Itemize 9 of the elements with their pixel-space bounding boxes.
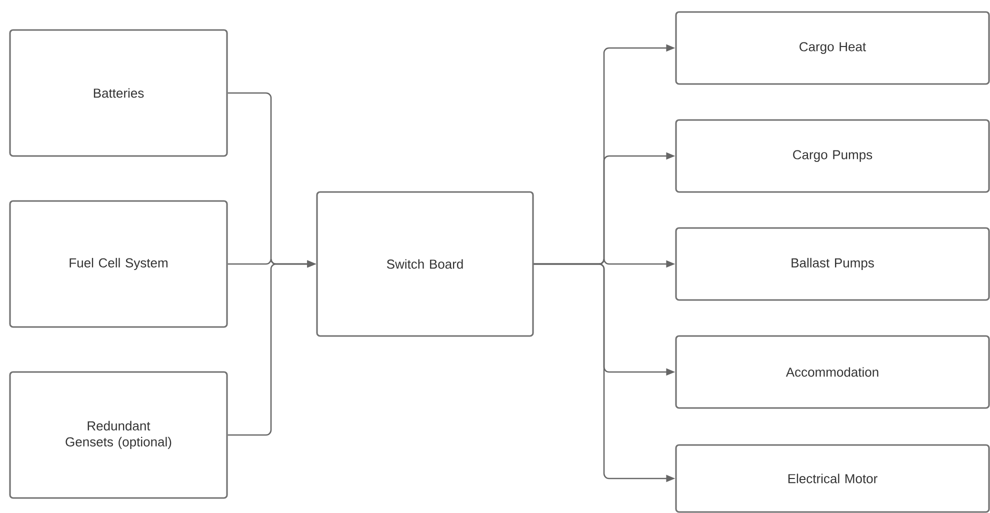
process-box: Electrical Motor	[675, 444, 990, 513]
process-box: Redundant Gensets (optional)	[9, 371, 228, 499]
process-box: Batteries	[9, 29, 228, 157]
process-box: Cargo Heat	[675, 11, 990, 85]
process-box: Accommodation	[675, 335, 990, 409]
process-box: Fuel Cell System	[9, 200, 228, 328]
process-box: Switch Board	[316, 191, 534, 337]
process-box: Ballast Pumps	[675, 227, 990, 301]
process-box: Cargo Pumps	[675, 119, 990, 193]
